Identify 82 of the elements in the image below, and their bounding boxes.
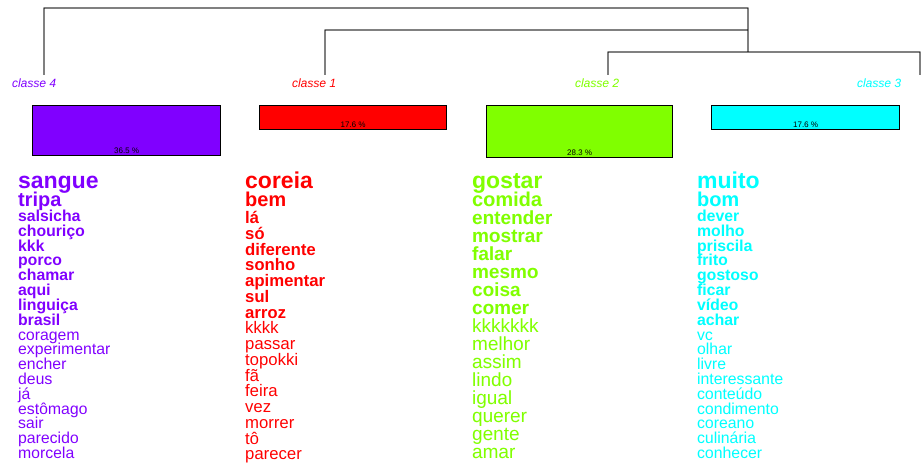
word-label: aqui — [18, 284, 51, 299]
word-label: livre — [697, 358, 726, 373]
word-label: conteúdo — [697, 388, 762, 403]
word-label: sul — [245, 288, 270, 304]
word-label: morrer — [245, 414, 294, 430]
word-label: vc — [697, 328, 713, 344]
class-bar — [259, 105, 447, 130]
word-label: linguiça — [18, 298, 78, 314]
word-label: achar — [697, 314, 740, 328]
word-label: gente — [472, 426, 520, 444]
word-label: sonho — [245, 257, 296, 273]
word-label: arroz — [245, 304, 286, 320]
word-label: molho — [697, 224, 744, 240]
word-label: morcela — [18, 447, 74, 462]
word-label: culinária — [697, 432, 756, 447]
word-label: chouriço — [18, 224, 85, 240]
word-label: brasil — [18, 314, 60, 328]
word-label: topokki — [245, 352, 298, 368]
word-label: experimentar — [18, 343, 110, 358]
class-label: classe 2 — [575, 75, 620, 92]
word-label: mostrar — [472, 228, 543, 246]
word-label: comer — [472, 300, 530, 318]
word-label: assim — [472, 354, 522, 372]
class-label: classe 1 — [292, 75, 336, 92]
word-label: lá — [245, 210, 259, 226]
word-label: condimento — [697, 402, 779, 418]
word-label: gostoso — [697, 269, 758, 284]
word-label: olhar — [697, 343, 732, 358]
word-label: coisa — [472, 282, 521, 300]
word-label: falar — [472, 246, 512, 264]
word-label: diferente — [245, 242, 316, 258]
word-label: tripa — [18, 190, 62, 210]
word-label: interessante — [697, 372, 784, 388]
word-label: igual — [472, 390, 512, 408]
word-label: já — [18, 388, 30, 403]
word-label: melhor — [472, 336, 530, 354]
percentage-label: 17.6 % — [793, 121, 818, 129]
word-label: vídeo — [697, 298, 738, 314]
class-bar — [486, 105, 673, 158]
word-label: kkkkkkk — [472, 318, 538, 336]
word-label: coreia — [245, 170, 313, 190]
word-label: vez — [245, 399, 272, 415]
word-label: porco — [18, 254, 62, 270]
word-label: só — [245, 226, 265, 242]
word-label: bom — [697, 190, 740, 210]
word-label: frito — [697, 254, 728, 270]
word-label: ficar — [697, 284, 730, 299]
word-label: coreano — [697, 417, 754, 432]
word-label: fã — [245, 368, 259, 384]
percentage-label: 28.3 % — [567, 149, 592, 157]
class-label: classe 4 — [12, 75, 56, 92]
word-label: kkk — [18, 240, 44, 254]
word-label: mesmo — [472, 264, 539, 282]
class-bar — [711, 105, 900, 130]
word-label: feira — [245, 383, 278, 399]
word-label: sair — [18, 417, 44, 432]
percentage-label: 17.6 % — [340, 121, 366, 129]
word-label: encher — [18, 358, 66, 373]
word-label: amar — [472, 444, 516, 462]
word-label: coragem — [18, 328, 80, 344]
word-label: bem — [245, 190, 286, 210]
percentage-label: 36.5 % — [114, 147, 139, 155]
word-label: entender — [472, 210, 552, 228]
word-label: apimentar — [245, 273, 326, 289]
word-label: lindo — [472, 372, 512, 390]
word-label: passar — [245, 336, 296, 352]
word-label: conhecer — [697, 447, 762, 462]
class-label: classe 3 — [857, 75, 902, 92]
class-bar — [32, 105, 221, 156]
word-label: salsicha — [18, 210, 80, 225]
word-label: tô — [245, 430, 259, 446]
word-label: muito — [697, 170, 760, 190]
word-label: estômago — [18, 402, 88, 418]
word-label: deus — [18, 372, 52, 388]
word-label: comida — [472, 190, 542, 210]
word-label: parecido — [18, 432, 79, 447]
word-label: dever — [697, 210, 740, 225]
word-label: priscila — [697, 240, 752, 254]
word-label: kkkk — [245, 320, 278, 336]
word-label: querer — [472, 408, 527, 426]
word-label: parecer — [245, 446, 302, 462]
word-label: chamar — [18, 269, 74, 284]
